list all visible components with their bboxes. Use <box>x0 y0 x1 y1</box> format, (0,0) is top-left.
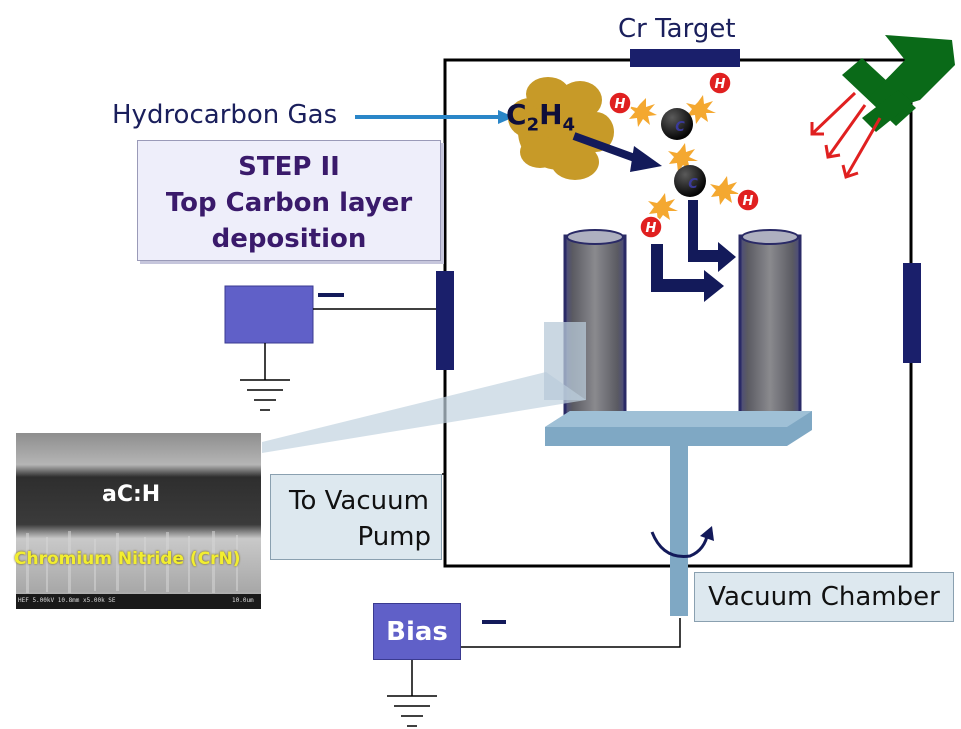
substrate-stage <box>545 411 812 616</box>
cr-target-right <box>903 263 921 363</box>
cr-target-label: Cr Target <box>618 14 736 44</box>
gas-cloud <box>508 77 614 180</box>
hydrogen-label: H <box>646 221 657 236</box>
bias-wire <box>461 618 681 648</box>
hydrogen-label: H <box>743 194 754 209</box>
power-supply-upper <box>224 285 314 344</box>
sem-scale: 10.0um <box>232 597 254 604</box>
carbon-label: C <box>688 177 698 192</box>
carbon-atom-lower <box>674 165 706 197</box>
carbon-atom-upper <box>661 108 693 140</box>
heater-rays <box>810 91 882 179</box>
sem-layer-label-top: aC:H <box>102 482 161 507</box>
step-line-3: deposition <box>211 224 367 254</box>
ethylene-formula: C2H4 <box>506 98 575 136</box>
magnify-cone <box>262 372 586 453</box>
rotation-arrow-icon <box>650 526 714 558</box>
sem-metadata: HEF 5.00kV 10.8mm x5.00k SE <box>18 597 116 604</box>
step-description-box: STEP II Top Carbon layer deposition <box>137 140 441 261</box>
hydrogen-atoms <box>608 71 760 239</box>
hydrogen-label: H <box>715 77 726 92</box>
formula-sub-2: 2 <box>526 114 540 136</box>
vacuum-pump-line-1: To Vacuum <box>289 486 429 516</box>
cr-target-left <box>436 271 454 370</box>
step-title: STEP II <box>238 152 340 182</box>
hydrogen-label: H <box>615 97 626 112</box>
reaction-sparks <box>628 95 740 222</box>
sem-layer-label-bottom: Chromium Nitride (CrN) <box>14 549 241 569</box>
step-line-2: Top Carbon layer <box>165 188 413 218</box>
ground-symbol-icon <box>387 660 437 727</box>
formula-h: H <box>539 98 563 131</box>
vacuum-chamber-label: Vacuum Chamber <box>694 572 954 622</box>
formula-c: C <box>506 98 527 131</box>
bias-power-supply: Bias <box>373 603 461 660</box>
ground-symbol-icon <box>240 343 290 411</box>
carbon-label: C <box>675 120 685 135</box>
flow-arrow-to-atoms <box>572 132 662 172</box>
cr-target-top <box>630 49 740 67</box>
deposition-arrows <box>651 200 736 302</box>
vacuum-pump-line-2: Pump <box>357 522 431 552</box>
sample-highlight <box>544 322 586 400</box>
sem-micrograph <box>16 433 261 609</box>
substrate-cylinder-right <box>738 229 802 424</box>
vacuum-pump-label-box: To Vacuum Pump <box>270 474 442 560</box>
gas-inlet-arrow <box>355 110 514 124</box>
formula-sub-4: 4 <box>562 114 576 136</box>
hydrocarbon-gas-label: Hydrocarbon Gas <box>112 100 338 130</box>
heater-icon <box>842 35 955 132</box>
